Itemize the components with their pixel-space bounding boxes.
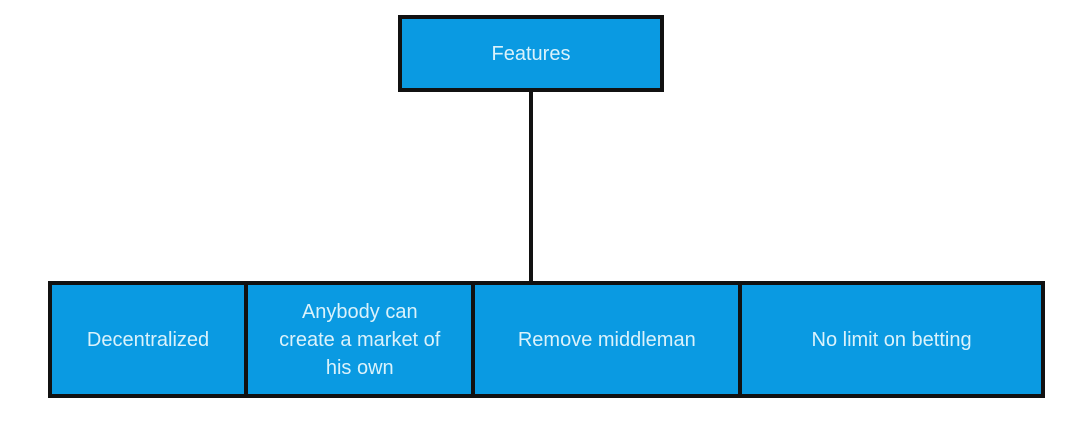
node-no-limit-betting: No limit on betting [742,285,1041,394]
node-create-market: Anybody can create a market of his own [248,285,476,394]
node-remove-middleman-label: Remove middleman [517,328,696,351]
node-no-limit-betting-label: No limit on betting [811,328,972,351]
node-remove-middleman: Remove middleman [475,285,743,394]
node-create-market-label: Anybody can create a market of his own [279,300,441,379]
node-decentralized: Decentralized [52,285,249,394]
node-features-label: Features [491,42,571,65]
node-features: Features [398,15,664,92]
connector-line [529,91,533,282]
node-decentralized-label: Decentralized [86,328,210,351]
child-nodes-row: Decentralized Anybody can create a marke… [48,281,1045,398]
